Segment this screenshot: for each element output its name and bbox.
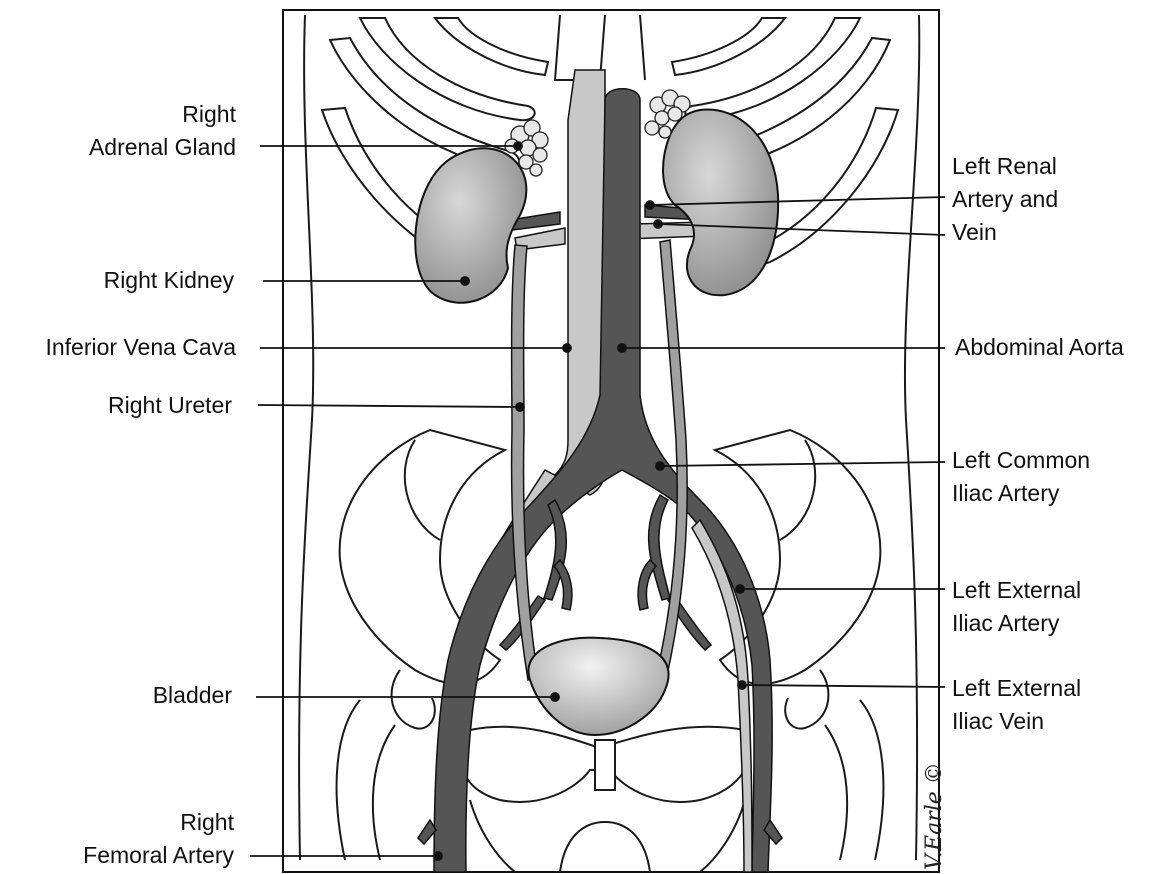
label-left-external-iliac-vein: Left External Iliac Vein bbox=[952, 672, 1081, 738]
label-abdominal-aorta: Abdominal Aorta bbox=[955, 331, 1124, 364]
artist-signature: V.Earle © bbox=[922, 762, 947, 870]
label-right-ureter: Right Ureter bbox=[40, 389, 232, 422]
label-inferior-vena-cava: Inferior Vena Cava bbox=[0, 331, 236, 364]
label-left-external-iliac-artery: Left External Iliac Artery bbox=[952, 574, 1081, 640]
label-right-femoral-artery: Right Femoral Artery bbox=[20, 806, 234, 872]
label-left-common-iliac-artery: Left Common Iliac Artery bbox=[952, 444, 1090, 510]
label-bladder: Bladder bbox=[40, 679, 232, 712]
label-right-kidney: Right Kidney bbox=[40, 264, 234, 297]
label-left-renal-artery-and-vein: Left Renal Artery and Vein bbox=[952, 150, 1058, 249]
label-right-adrenal-gland: Right Adrenal Gland bbox=[40, 98, 236, 164]
